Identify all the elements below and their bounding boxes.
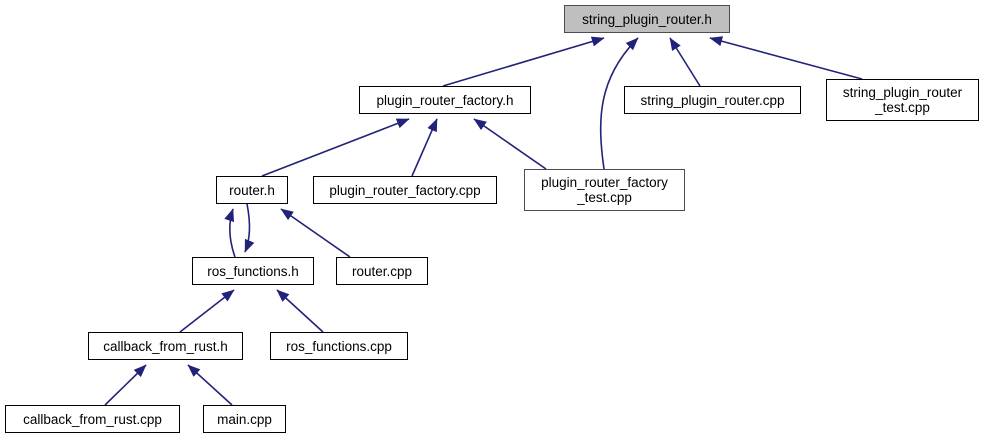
edge-main-cpp-to-callback-from-rust-h: [187, 364, 233, 406]
node-router-cpp[interactable]: router.cpp: [336, 257, 428, 285]
edge-plugin-router-factory-h-to-string-plugin-router-h: [442, 36, 605, 87]
edge-string-plugin-router-test-cpp-to-string-plugin-router-h: [709, 36, 863, 80]
node-plugin-router-factory-cpp[interactable]: plugin_router_factory.cpp: [313, 176, 497, 204]
node-ros-functions-h[interactable]: ros_functions.h: [192, 257, 314, 285]
node-plugin-router-factory-h[interactable]: plugin_router_factory.h: [359, 86, 531, 114]
edge-ros-functions-h-to-router-h: [224, 208, 236, 258]
edge-callback-from-rust-h-to-ros-functions-h: [179, 289, 235, 333]
edge-string-plugin-router-cpp-to-string-plugin-router-h: [669, 37, 701, 87]
edge-callback-from-rust-cpp-to-callback-from-rust-h: [104, 364, 147, 406]
node-main-cpp[interactable]: main.cpp: [203, 405, 286, 433]
node-string-plugin-router-test-cpp[interactable]: string_plugin_router _test.cpp: [826, 79, 979, 121]
node-router-h[interactable]: router.h: [216, 176, 288, 204]
node-callback-from-rust-cpp[interactable]: callback_from_rust.cpp: [5, 405, 180, 433]
edge-ros-functions-cpp-to-ros-functions-h: [276, 289, 324, 333]
edge-router-h-to-ros-functions-h: [244, 203, 255, 253]
node-callback-from-rust-h[interactable]: callback_from_rust.h: [88, 332, 243, 360]
node-string-plugin-router-cpp[interactable]: string_plugin_router.cpp: [624, 86, 801, 114]
edge-plugin-router-factory-test-cpp-to-plugin-router-factory-h: [473, 118, 547, 170]
node-ros-functions-cpp[interactable]: ros_functions.cpp: [270, 332, 408, 360]
node-string-plugin-router-h[interactable]: string_plugin_router.h: [564, 5, 730, 33]
edge-plugin-router-factory-cpp-to-plugin-router-factory-h: [411, 118, 438, 177]
node-plugin-router-factory-test-cpp[interactable]: plugin_router_factory _test.cpp: [524, 169, 685, 211]
edge-router-cpp-to-router-h: [280, 208, 351, 258]
edge-router-h-to-plugin-router-factory-h: [261, 118, 410, 177]
